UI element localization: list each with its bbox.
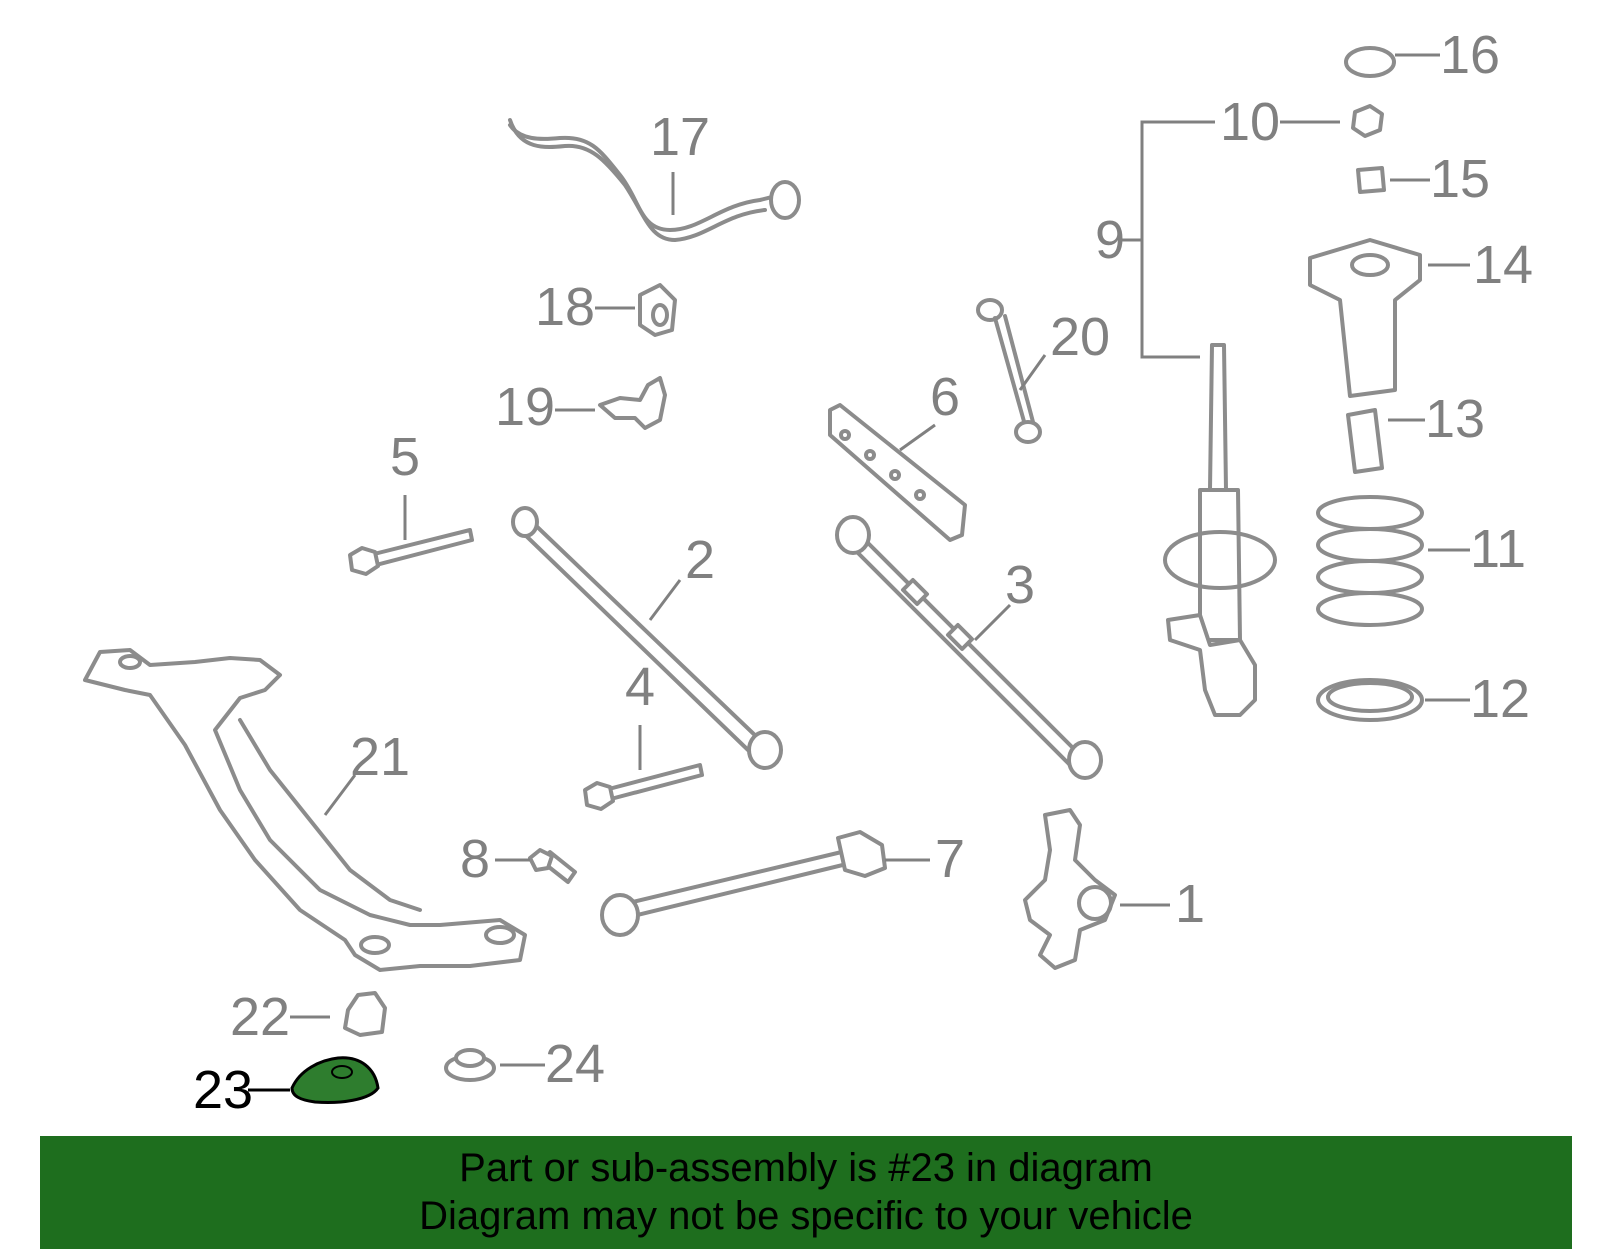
lead-21: [323, 774, 357, 816]
info-banner: Part or sub-assembly is #23 in diagram D…: [40, 1136, 1572, 1249]
part-8-bolt[interactable]: [528, 848, 577, 884]
part-22-bushing[interactable]: [343, 991, 387, 1037]
part-23-mount-highlighted[interactable]: [290, 1056, 380, 1104]
part-4-bolt[interactable]: [583, 763, 704, 811]
lead-2: [648, 579, 682, 621]
callout-9[interactable]: 9: [1095, 210, 1125, 270]
callout-13[interactable]: 13: [1425, 389, 1485, 449]
part-21-crossmember[interactable]: [83, 648, 527, 972]
part-16-cap[interactable]: [1344, 46, 1396, 78]
part-7-lower-arm[interactable]: [600, 830, 887, 937]
callout-20[interactable]: 20: [1050, 307, 1110, 367]
part-14-strut-mount[interactable]: [1308, 238, 1422, 398]
part-24-stopper[interactable]: [444, 1048, 496, 1082]
lead-9: [1140, 120, 1215, 359]
part-18-bushing[interactable]: [638, 283, 677, 337]
callout-4[interactable]: 4: [625, 657, 655, 717]
part-3-adjustable-arm[interactable]: [835, 515, 1103, 780]
callout-15[interactable]: 15: [1430, 149, 1490, 209]
part-2-control-arm[interactable]: [511, 506, 783, 770]
part-17-stabilizer-bar[interactable]: [508, 118, 801, 242]
callout-23[interactable]: 23: [193, 1060, 253, 1120]
part-13-bump-stop[interactable]: [1346, 408, 1384, 474]
part-6-plate[interactable]: [828, 403, 967, 542]
callout-1[interactable]: 1: [1175, 874, 1205, 934]
callout-16[interactable]: 16: [1440, 25, 1500, 85]
part-15-bushing[interactable]: [1356, 166, 1386, 194]
callout-21[interactable]: 21: [350, 727, 410, 787]
lead-3: [973, 603, 1012, 642]
part-19-bracket[interactable]: [598, 376, 667, 430]
callout-6[interactable]: 6: [930, 367, 960, 427]
part-5-bolt[interactable]: [348, 528, 474, 576]
lead-6: [899, 423, 936, 452]
callout-2[interactable]: 2: [685, 530, 715, 590]
callout-5[interactable]: 5: [390, 427, 420, 487]
callout-24[interactable]: 24: [545, 1034, 605, 1094]
callout-11[interactable]: 11: [1470, 519, 1526, 579]
banner-line-2: Diagram may not be specific to your vehi…: [419, 1194, 1193, 1238]
lead-20: [1018, 354, 1047, 391]
callout-22[interactable]: 22: [230, 987, 290, 1047]
callout-12[interactable]: 12: [1470, 669, 1530, 729]
callout-8[interactable]: 8: [460, 829, 490, 889]
part-9-strut-assembly[interactable]: [1163, 343, 1277, 717]
part-1-knuckle[interactable]: [1023, 808, 1117, 970]
callout-17[interactable]: 17: [650, 107, 710, 167]
part-12-spring-insulator[interactable]: [1316, 678, 1424, 722]
parts-diagram: 17 18 19 5 2 4 6: [83, 25, 1533, 1120]
callout-7[interactable]: 7: [935, 829, 965, 889]
banner-line-1: Part or sub-assembly is #23 in diagram: [459, 1146, 1153, 1190]
callout-3[interactable]: 3: [1005, 555, 1035, 615]
callout-14[interactable]: 14: [1473, 235, 1533, 295]
callout-10[interactable]: 10: [1220, 92, 1280, 152]
callout-19[interactable]: 19: [495, 377, 555, 437]
part-20-stabilizer-link[interactable]: [976, 298, 1042, 444]
part-10-nut[interactable]: [1351, 104, 1384, 138]
part-11-coil-spring[interactable]: [1316, 495, 1424, 627]
callout-18[interactable]: 18: [535, 277, 595, 337]
